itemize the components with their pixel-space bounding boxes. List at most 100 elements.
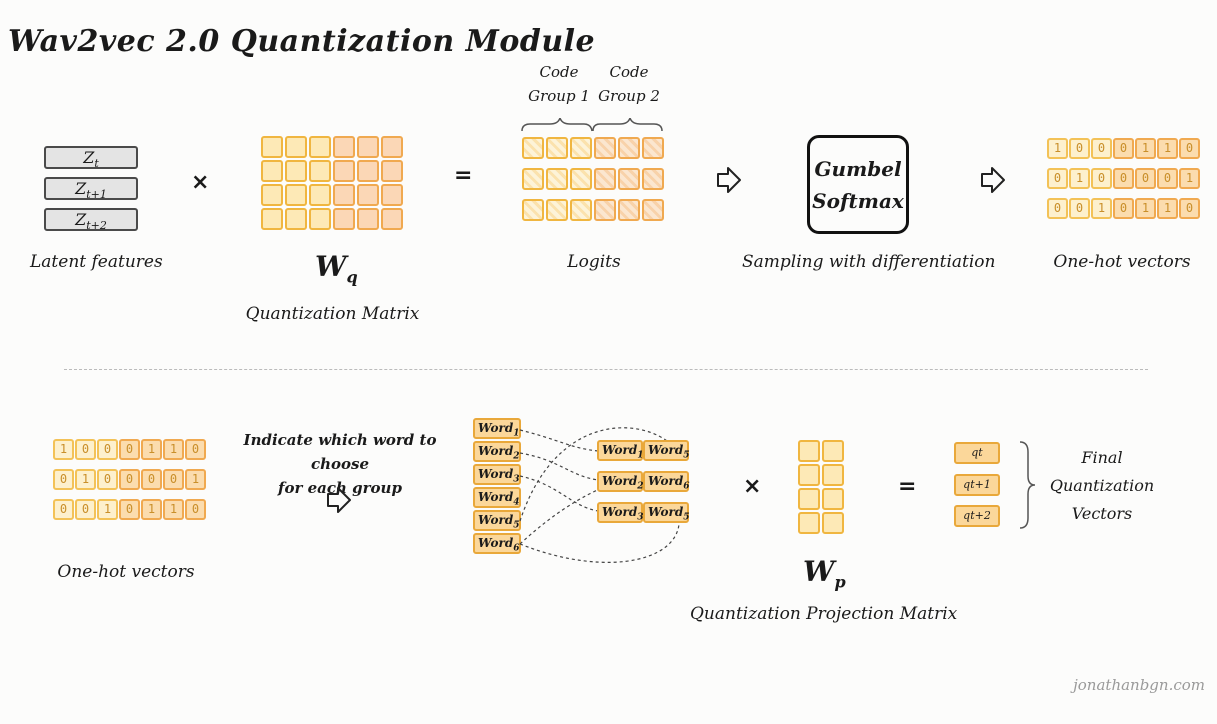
matrix-cell [357,136,379,158]
multiply-operator-bottom: × [743,474,762,499]
matrix-cell [381,136,403,158]
one-hot-cell: 0 [53,499,74,520]
matrix-cell [309,208,331,230]
selected-word: Word3 [597,502,643,523]
one-hot-cell: 0 [1113,138,1134,159]
matrix-cell [309,160,331,182]
logit-cell [546,199,568,221]
latent-zt: Zt [44,146,138,170]
one-hot-cell: 1 [163,439,184,460]
credit-text: jonathanbgn.com [1073,676,1205,694]
matrix-cell [333,136,355,158]
selected-word: Word2 [597,471,643,492]
code-group-braces [521,118,663,132]
matrix-cell [285,208,307,230]
logit-cell [618,168,640,190]
matrix-cell [261,136,283,158]
one-hot-cell: 1 [1135,198,1156,219]
codebook-word: Word2 [473,441,521,462]
one-hot-cell: 0 [75,499,96,520]
page-title: Wav2vec 2.0 Quantization Module [8,24,596,59]
logit-cell [618,137,640,159]
one-hot-cell: 1 [75,469,96,490]
one-hot-cell: 0 [1047,198,1068,219]
matrix-cell [798,464,820,486]
quantization-matrix [261,136,403,230]
wp-caption: Quantization Projection Matrix [690,604,958,624]
one-hot-cell: 1 [1047,138,1068,159]
matrix-cell [822,464,844,486]
one-hot-cell: 0 [1179,198,1200,219]
final-brace [1019,441,1036,529]
one-hot-cell: 1 [1091,198,1112,219]
one-hot-cell: 0 [141,469,162,490]
one-hot-cell: 1 [1069,168,1090,189]
matrix-cell [381,208,403,230]
selected-word: Word5 [643,440,689,461]
quantized-vector: qt [954,442,1000,464]
matrix-cell [333,160,355,182]
logit-cell [546,137,568,159]
codebook-word: Word1 [473,418,521,439]
logits-caption: Logits [567,252,621,272]
multiply-operator: × [191,170,210,195]
wq-symbol: Wq [315,250,358,287]
quantized-vector: qt+1 [954,474,1000,496]
arrow-right-icon [327,487,351,513]
matrix-cell [261,184,283,206]
logit-cell [522,199,544,221]
matrix-cell [357,160,379,182]
one-hot-cell: 1 [141,439,162,460]
onehot-caption-bottom: One-hot vectors [57,562,195,582]
logits-matrix [522,137,664,221]
latent-zt2: Zt+2 [44,208,138,232]
one-hot-cell: 0 [185,439,206,460]
one-hot-cell: 0 [1135,168,1156,189]
one-hot-cell: 0 [1113,198,1134,219]
one-hot-cell: 1 [141,499,162,520]
matrix-cell [357,208,379,230]
logit-cell [522,137,544,159]
wp-symbol: Wp [803,555,846,592]
matrix-cell [798,512,820,534]
matrix-cell [309,136,331,158]
matrix-cell [261,208,283,230]
logit-cell [570,137,592,159]
onehot-caption-top: One-hot vectors [1053,252,1191,272]
one-hot-cell: 0 [75,439,96,460]
codebook-word: Word4 [473,487,521,508]
matrix-cell [381,184,403,206]
one-hot-cell: 0 [163,469,184,490]
logit-cell [546,168,568,190]
one-hot-cell: 0 [1069,138,1090,159]
one-hot-cell: 0 [1091,138,1112,159]
codebook-word: Word6 [473,533,521,554]
logit-cell [570,168,592,190]
matrix-cell [333,208,355,230]
one-hot-cell: 0 [119,439,140,460]
one-hot-cell: 1 [1157,198,1178,219]
gumbel-caption: Sampling with differentiation [742,252,996,272]
section-divider [64,369,1148,370]
logit-cell [522,168,544,190]
logit-cell [594,168,616,190]
matrix-cell [798,488,820,510]
equals-operator-bottom: = [898,474,917,499]
one-hot-cell: 0 [119,499,140,520]
selected-word: Word1 [597,440,643,461]
one-hot-cell: 0 [1179,138,1200,159]
wq-caption: Quantization Matrix [245,304,420,324]
logit-cell [594,137,616,159]
matrix-cell [285,136,307,158]
one-hot-cell: 1 [1157,138,1178,159]
arrow-right-icon [717,167,741,193]
